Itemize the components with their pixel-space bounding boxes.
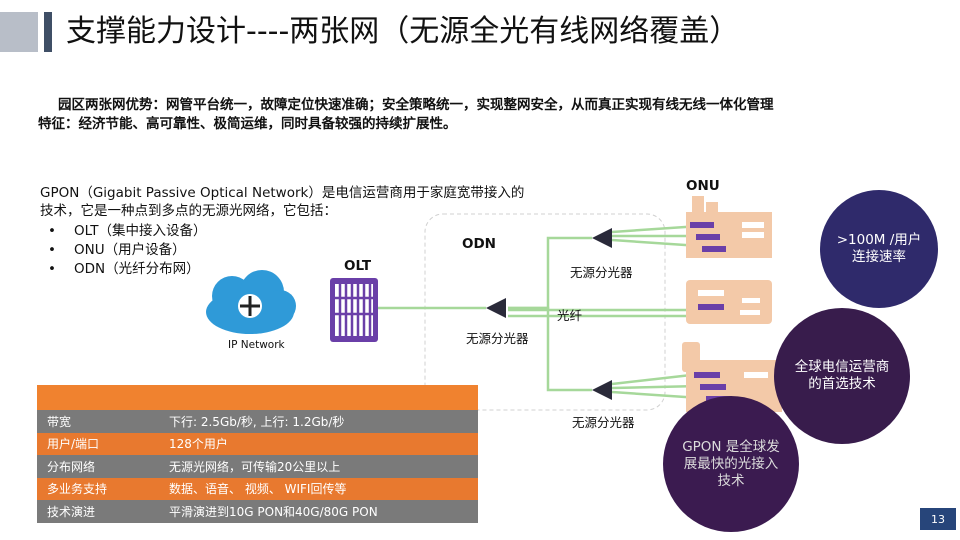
table-row: 多业务支持数据、语音、 视频、 WIFI回传等 bbox=[37, 477, 478, 500]
operator-choice-circle: 全球电信运营商的首选技术 bbox=[774, 308, 910, 444]
gpon-intro: GPON（Gigabit Passive Optical Network）是电信… bbox=[40, 185, 525, 219]
odn-label: ODN bbox=[462, 236, 496, 252]
table-row: 带宽下行: 2.5Gb/秒, 上行: 1.2Gb/秒 bbox=[37, 410, 478, 433]
onu-icon bbox=[686, 196, 772, 258]
list-item: •OLT（集中接入设备） bbox=[48, 223, 207, 239]
cloud-icon bbox=[206, 270, 296, 334]
fiber-label: 光纤 bbox=[557, 308, 583, 323]
ip-network-label: IP Network bbox=[228, 339, 285, 351]
page-title: 支撑能力设计----两张网（无源全光有线网络覆盖） bbox=[66, 14, 740, 49]
olt-icon bbox=[330, 278, 378, 342]
odn-region bbox=[424, 213, 666, 411]
table-row: 技术演进平滑演进到10G PON和40G/80G PON bbox=[37, 500, 478, 523]
splitter-label: 无源分光器 bbox=[570, 265, 633, 280]
fiber-lines bbox=[378, 224, 701, 400]
growth-circle: GPON 是全球发展最快的光接入技术 bbox=[663, 396, 799, 532]
onu-label: ONU bbox=[686, 178, 720, 194]
summary-line-1: 园区两张网优势：网管平台统一，故障定位快速准确；安全策略统一，实现整网安全，从而… bbox=[58, 97, 774, 113]
page-number: 13 bbox=[920, 508, 956, 530]
splitter-icon bbox=[486, 228, 612, 400]
table-row: 分布网络无源光网络，可传输20公里以上 bbox=[37, 455, 478, 478]
title-accent-blue bbox=[44, 12, 52, 52]
list-item: •ODN（光纤分布网） bbox=[48, 261, 200, 277]
onu-icon bbox=[686, 280, 772, 324]
speed-circle: >100M /用户连接速率 bbox=[820, 190, 938, 308]
splitter-label: 无源分光器 bbox=[466, 331, 529, 346]
splitter-label: 无源分光器 bbox=[572, 415, 635, 430]
summary-line-2: 特征：经济节能、高可靠性、极简运维，同时具备较强的持续扩展性。 bbox=[38, 116, 457, 132]
list-item: •ONU（用户设备） bbox=[48, 242, 186, 258]
summary: 园区两张网优势：网管平台统一，故障定位快速准确；安全策略统一，实现整网安全，从而… bbox=[38, 96, 928, 134]
olt-label: OLT bbox=[344, 258, 372, 274]
gpon-components-list: •OLT（集中接入设备） •ONU（用户设备） •ODN（光纤分布网） bbox=[48, 222, 207, 279]
title-accent-gray bbox=[0, 12, 38, 52]
table-row bbox=[37, 385, 478, 410]
